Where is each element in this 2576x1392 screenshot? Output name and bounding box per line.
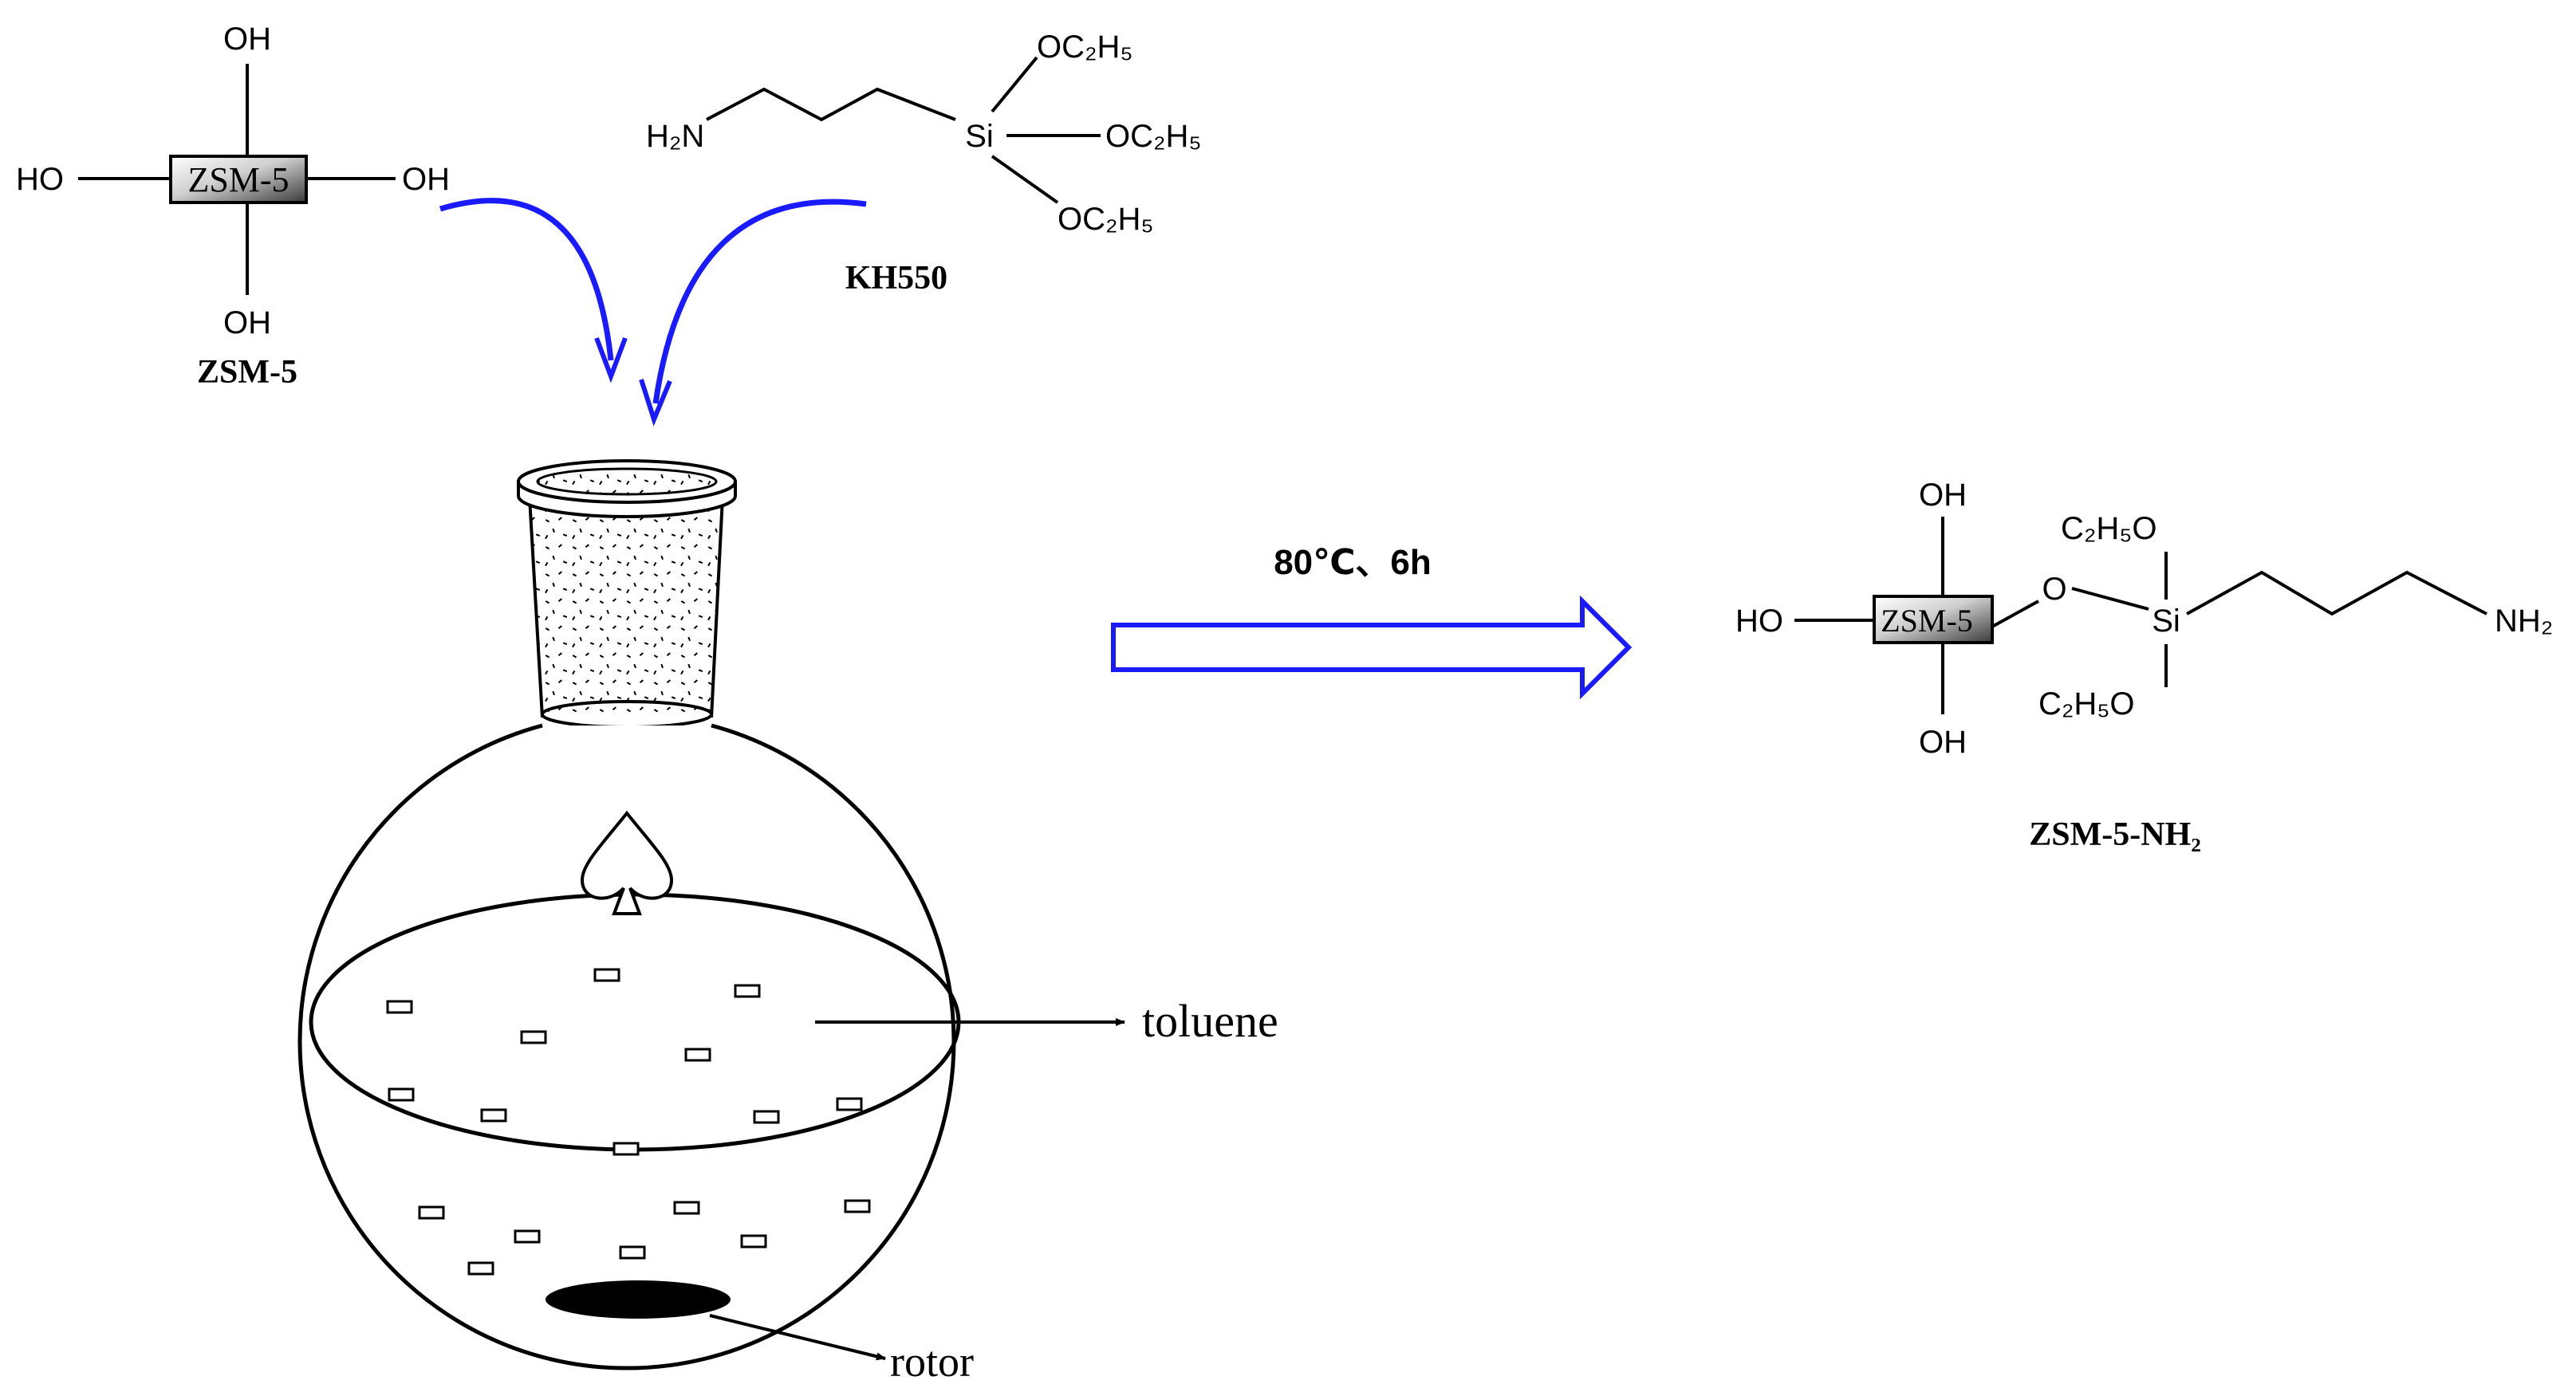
propyl-chain <box>706 87 956 122</box>
product-et-bottom: C₂H₅O <box>2038 686 2135 722</box>
flask-labels: toluene rotor <box>709 995 1278 1386</box>
zsm5-oh-bottom: OH <box>223 305 271 340</box>
zsm5-oh-right: OH <box>402 162 450 197</box>
product-molecule: ZSM-5 OH HO OH O Si C₂H₅O C₂H₅O NH₂ ZSM-… <box>1735 478 2553 853</box>
arrow-from-kh550-head <box>639 379 672 427</box>
flask-opening <box>536 467 718 496</box>
zsm5-name: ZSM-5 <box>197 354 297 391</box>
kh550-si: Si <box>965 119 994 154</box>
particle <box>734 984 761 998</box>
zsm5-particles <box>386 968 871 1276</box>
kh550-h2n: H₂N <box>646 119 704 154</box>
particle <box>480 1108 507 1123</box>
particle <box>684 1048 711 1062</box>
si-bond-down <box>991 155 1059 204</box>
rotor-label: rotor <box>890 1338 974 1386</box>
arrow-from-kh550 <box>652 199 867 404</box>
neck-left-wall <box>528 497 544 718</box>
si-bond-up <box>991 56 1038 113</box>
product-oh-bottom: OH <box>1919 725 1967 760</box>
product-propyl-chain <box>2186 570 2487 616</box>
rotor-pointer <box>709 1314 886 1361</box>
product-oh-top: OH <box>1919 478 1967 513</box>
toluene-label: toluene <box>1142 995 1278 1047</box>
p-bond-o <box>1991 600 2039 628</box>
kh550-molecule: H₂N Si OC₂H₅ OC₂H₅ OC₂H₅ KH550 <box>646 29 1202 297</box>
arrow-from-zsm5 <box>439 198 614 361</box>
product-o-link: O <box>2042 572 2066 607</box>
neck-right-wall <box>710 497 724 718</box>
particle <box>388 1087 415 1102</box>
product-box-label: ZSM-5 <box>1881 603 1973 639</box>
kh550-oet-right: OC₂H₅ <box>1105 119 1202 154</box>
product-zsm5-box <box>1873 595 1994 644</box>
kh550-name: KH550 <box>845 260 947 297</box>
particle <box>740 1234 767 1248</box>
round-bottom-flask <box>297 459 961 1370</box>
kh550-oet-bottom: OC₂H₅ <box>1058 202 1154 237</box>
particle <box>836 1097 863 1111</box>
product-nh2: NH₂ <box>2495 604 2553 639</box>
particle <box>673 1201 700 1215</box>
product-name: ZSM-5-NH₂ <box>2029 816 2201 853</box>
addition-arrows <box>439 198 867 427</box>
particle <box>844 1199 871 1213</box>
zsm5-box-label: ZSM-5 <box>187 160 289 199</box>
vapour-symbol <box>580 810 674 915</box>
particle <box>520 1030 547 1044</box>
particle <box>514 1229 541 1244</box>
product-et-top: C₂H₅O <box>2061 511 2157 546</box>
stir-bar <box>546 1280 731 1319</box>
zsm5-oh-top: OH <box>223 22 271 57</box>
flask-body <box>297 723 956 1370</box>
p-bond-o-si <box>2071 587 2149 611</box>
zsm5-molecule: ZSM-5 OH HO OH OH ZSM-5 <box>16 22 450 391</box>
particle <box>418 1205 445 1220</box>
neck-fill <box>530 497 723 714</box>
particle <box>467 1261 494 1276</box>
particle <box>619 1245 646 1260</box>
zsm5-box <box>169 155 308 204</box>
zsm5-oh-left: HO <box>16 162 64 197</box>
product-si: Si <box>2152 604 2180 639</box>
reaction-condition: 80℃、6h <box>1274 543 1432 582</box>
particle <box>386 1000 413 1014</box>
particle <box>593 968 620 982</box>
arrow-from-zsm5-head <box>594 336 628 383</box>
reaction-step: 80℃、6h <box>1111 543 1633 700</box>
kh550-oet-top: OC₂H₅ <box>1037 29 1133 65</box>
reaction-arrow <box>1111 595 1633 700</box>
product-oh-left: HO <box>1735 604 1783 639</box>
particle <box>753 1110 780 1124</box>
particle <box>612 1142 640 1156</box>
